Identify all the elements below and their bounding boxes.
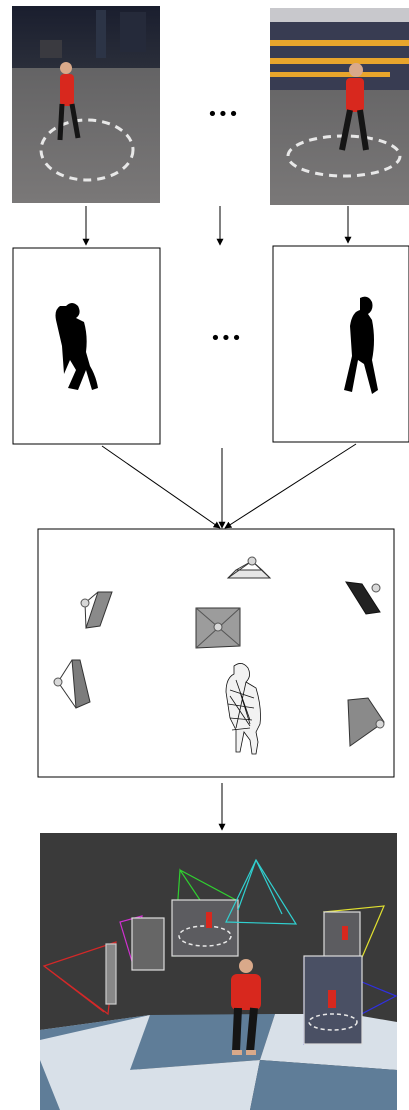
camera-frustum-center xyxy=(195,607,241,649)
arrow-silhouette-right-to-calibration xyxy=(224,443,357,529)
camera-frustum-lower-left xyxy=(53,659,91,709)
silhouette-right xyxy=(272,245,409,443)
camera-frustum-red xyxy=(42,941,117,1016)
calibration-panel xyxy=(37,528,395,778)
camera-frustum-upper-left xyxy=(80,591,113,629)
camera-frustum-blue xyxy=(303,955,398,1045)
photo-right xyxy=(270,8,409,205)
camera-frustum-cyan xyxy=(225,858,298,925)
visual-hull-mesh xyxy=(225,663,261,755)
camera-frustum-upper-right xyxy=(345,581,381,615)
silhouette-left xyxy=(12,247,161,445)
textured-human-model xyxy=(231,959,261,1055)
ellipsis-middle: ••• xyxy=(210,328,242,349)
arrow-silhouette-left-to-calibration xyxy=(101,445,221,529)
ellipsis-top: ••• xyxy=(207,104,239,125)
reconstruction-render xyxy=(40,833,398,1110)
camera-frustum-top xyxy=(226,556,272,579)
camera-frustum-green xyxy=(171,868,239,957)
camera-frustum-magenta xyxy=(119,915,165,971)
camera-frustum-yellow xyxy=(322,905,385,964)
photo-left xyxy=(12,6,160,203)
camera-frustum-lower-right xyxy=(347,697,385,747)
